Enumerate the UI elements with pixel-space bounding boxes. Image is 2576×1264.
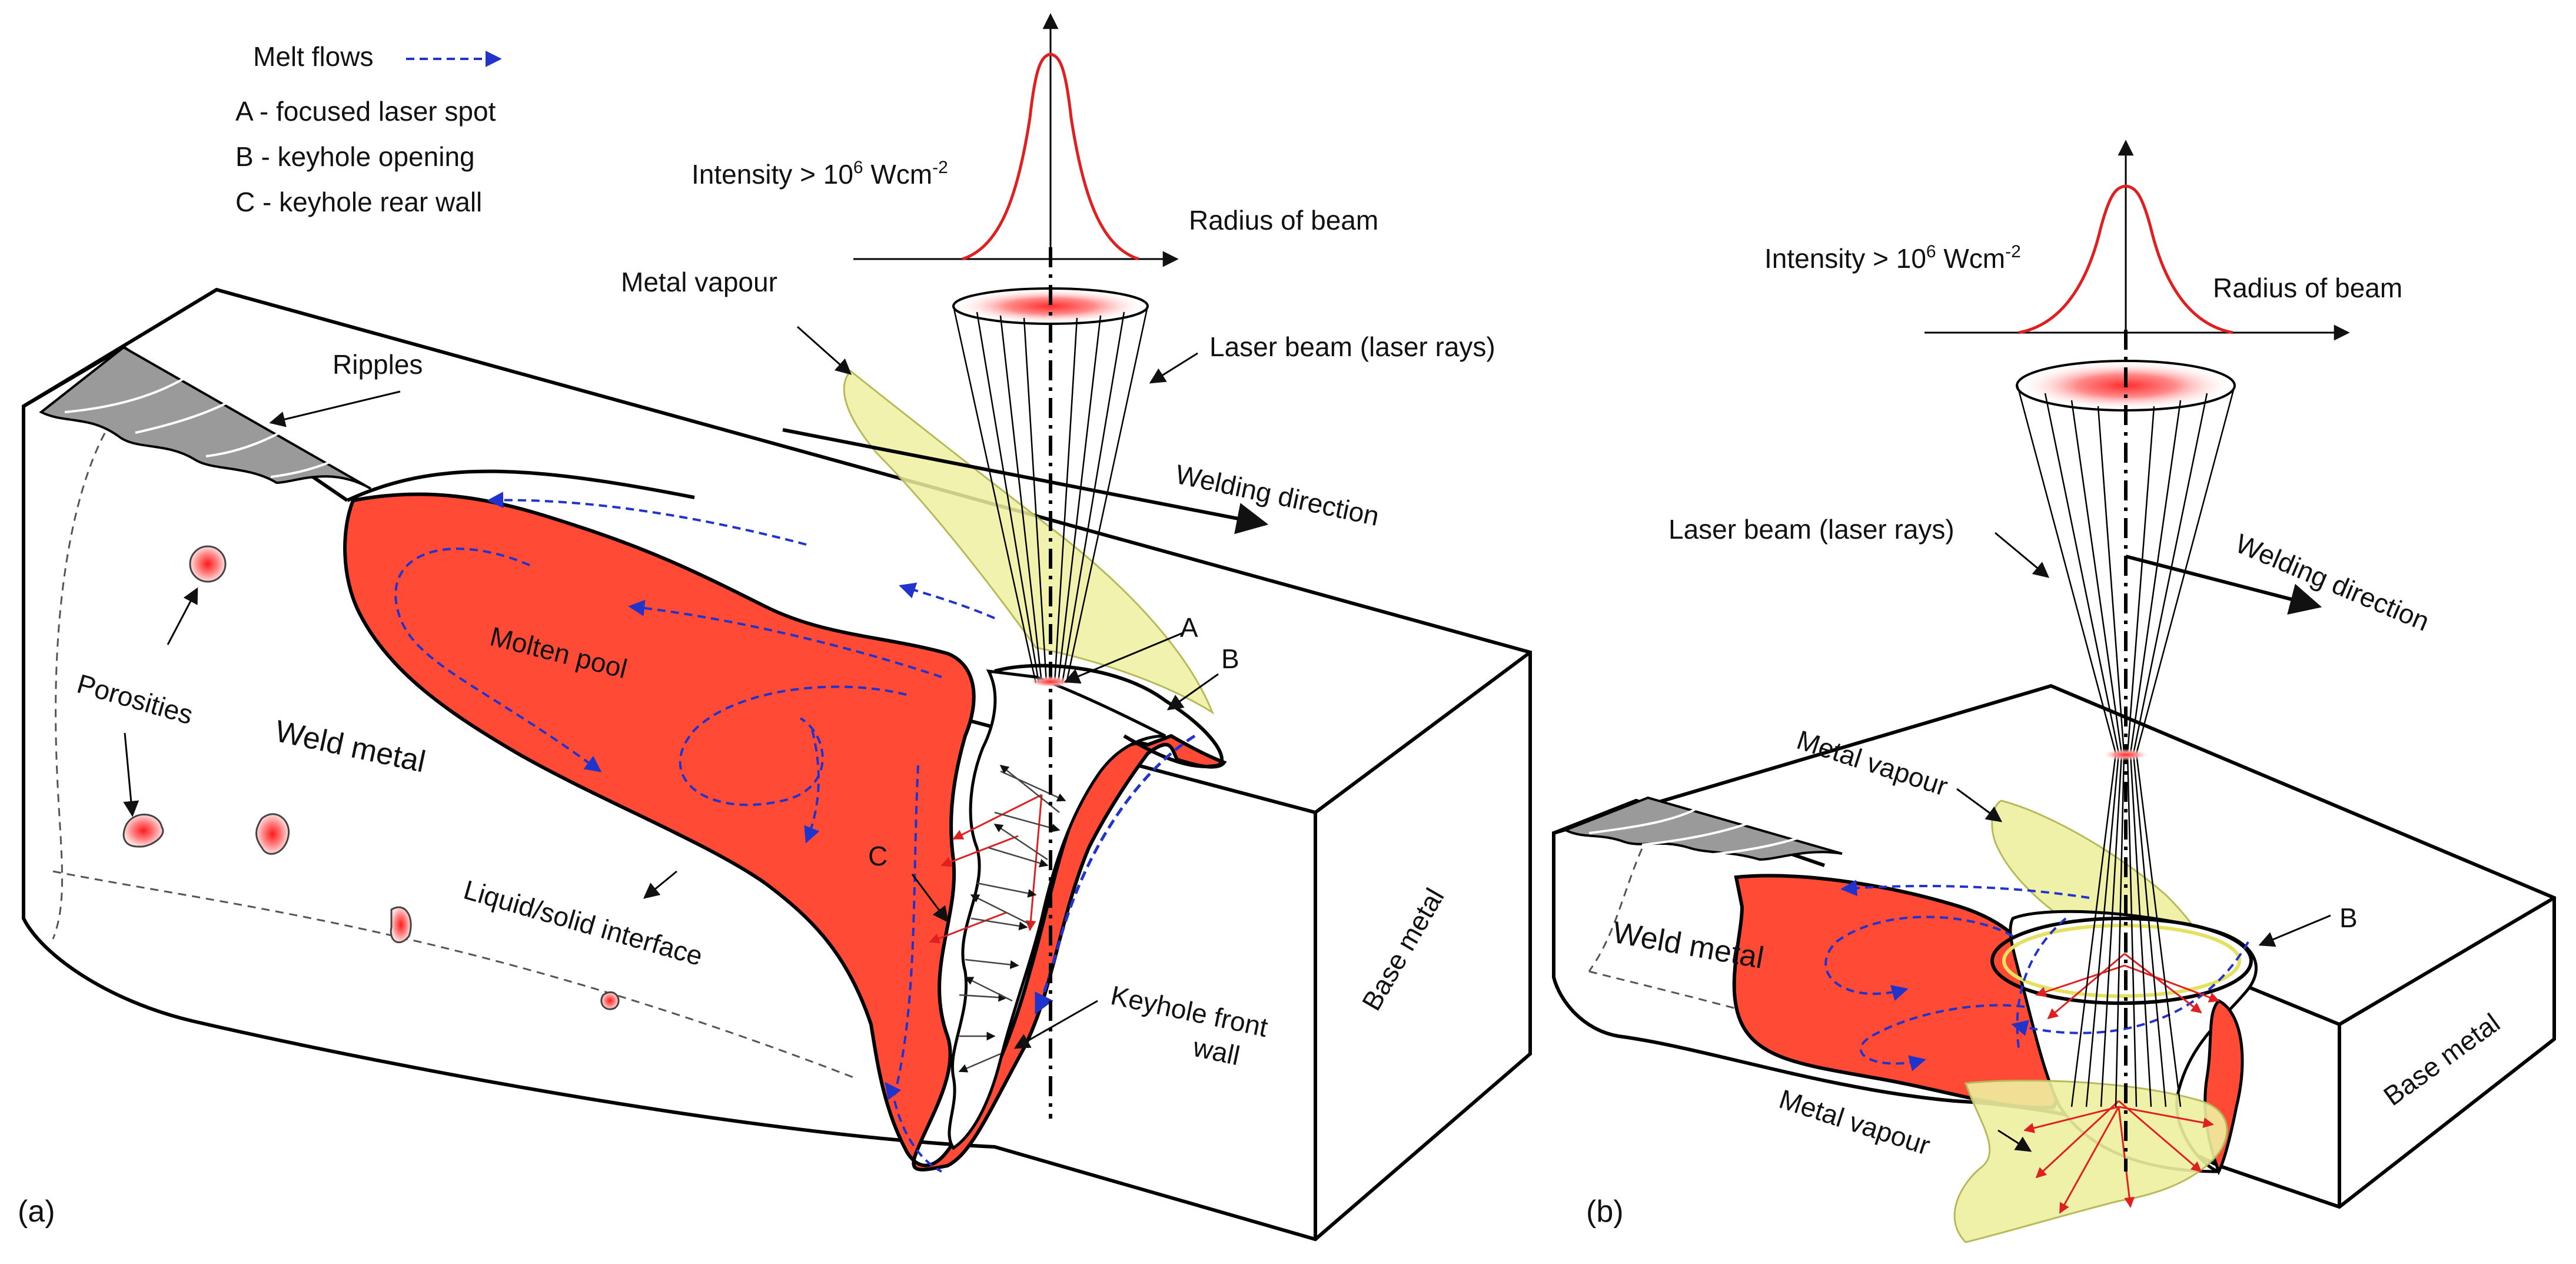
intensity-label-a: Intensity > 106 Wcm-2 [692,158,948,190]
welding-direction-arrow-b [2125,555,2322,615]
legend-a: A - focused laser spot [235,96,496,127]
gaussian-profile-b [1924,140,2350,341]
legend-c: C - keyhole rear wall [235,187,482,217]
point-b-label-a: B [1221,643,1239,674]
legend: Melt flows A - focused laser spot B - ke… [235,41,502,217]
welding-direction-label-b: Welding direction [2231,528,2434,636]
ripples-label: Ripples [333,349,423,380]
laser-beam-b [2016,330,2236,1172]
focused-spot-a [1028,676,1073,688]
radius-of-beam-label-a: Radius of beam [1189,205,1378,235]
point-c-label: C [868,841,888,871]
legend-b: B - keyhole opening [235,141,475,172]
ripples [39,346,371,490]
porosity-bubble [600,991,620,1010]
laser-beam-label-a: Laser beam (laser rays) [1209,331,1495,362]
panel-a: Intensity > 106 Wcm-2 Radius of beam Met… [18,13,1532,1242]
porosity-bubble [255,813,290,855]
focused-spot-b [2102,749,2149,761]
panel-a-label: (a) [18,1195,55,1229]
panel-b: Intensity > 106 Wcm-2 Radius of beam Las… [1552,140,2556,1243]
gaussian-profile-a [853,13,1179,267]
keyhole-opening-b [1990,917,2253,1005]
porosity-bubble [122,814,164,848]
metal-vapour-plume-a [843,369,1215,715]
metal-vapour-plume-b-bottom [1953,1079,2228,1243]
porosity-bubble [189,545,227,583]
intensity-label-b: Intensity > 106 Wcm-2 [1764,242,2021,274]
welding-direction-label-a: Welding direction [1173,459,1382,532]
point-a-label: A [1180,612,1198,643]
laser-beam-a [952,247,1149,1119]
keyhole-cavity-a [948,669,1166,1150]
legend-melt-flows: Melt flows [253,41,373,72]
laser-beam-label-b: Laser beam (laser rays) [1668,514,1955,545]
keyhole-opening-a [994,663,1224,768]
panel-b-label: (b) [1586,1195,1624,1229]
radius-of-beam-label-b: Radius of beam [2213,273,2402,303]
point-b-label-b: B [2339,903,2358,933]
porosity-bubble [390,906,412,944]
metal-vapour-label-a: Metal vapour [621,267,777,297]
welding-direction-arrow-a [782,428,1269,535]
